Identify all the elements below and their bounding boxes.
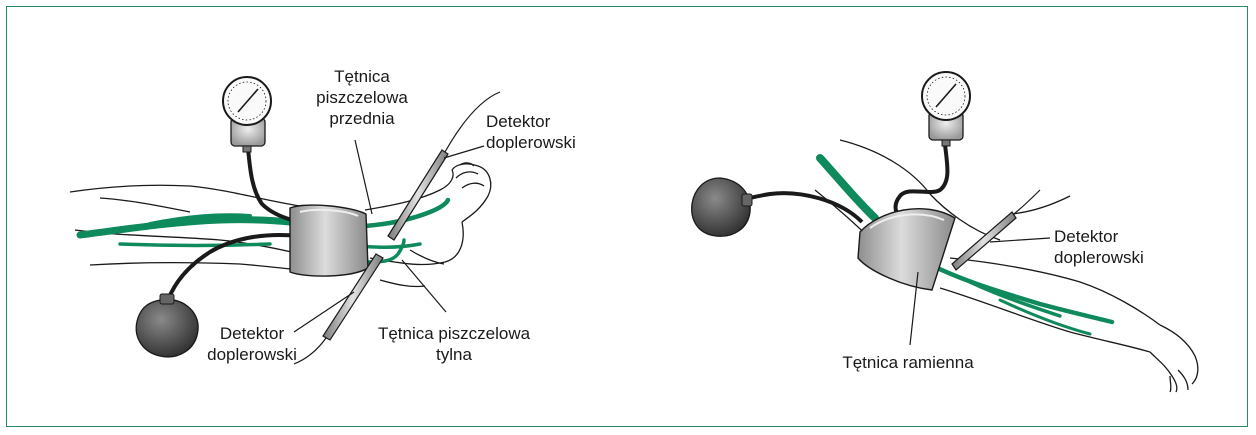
leg-outline-top <box>70 185 300 206</box>
right-cuff <box>858 209 955 290</box>
label-anterior-tibial-artery: Tętnica piszczelowa przednia <box>302 66 422 129</box>
left-cuff <box>290 205 368 276</box>
label-doppler-detector-top: Detektor doplerowski <box>486 111 596 153</box>
right-bulb-tube <box>744 193 862 222</box>
label-doppler-detector-right: Detektor doplerowski <box>1054 226 1164 268</box>
label-posterior-tibial-artery: Tętnica piszczelowa tylna <box>369 323 539 365</box>
leader-anterior-tibial <box>355 140 372 214</box>
label-doppler-detector-bottom: Detektor doplerowski <box>192 323 312 365</box>
label-brachial-artery: Tętnica ramienna <box>818 352 998 373</box>
left-pressure-gauge <box>223 77 271 152</box>
right-inflation-bulb <box>692 178 752 236</box>
leader-doppler-top <box>444 146 484 158</box>
right-doppler-probe <box>952 190 1040 270</box>
femoral-artery <box>80 220 290 235</box>
foot-outline <box>452 164 491 222</box>
hand-outline <box>1160 325 1198 384</box>
right-pressure-gauge <box>922 72 970 146</box>
left-inflation-bulb <box>136 294 198 357</box>
left-gauge-tube <box>248 148 292 220</box>
